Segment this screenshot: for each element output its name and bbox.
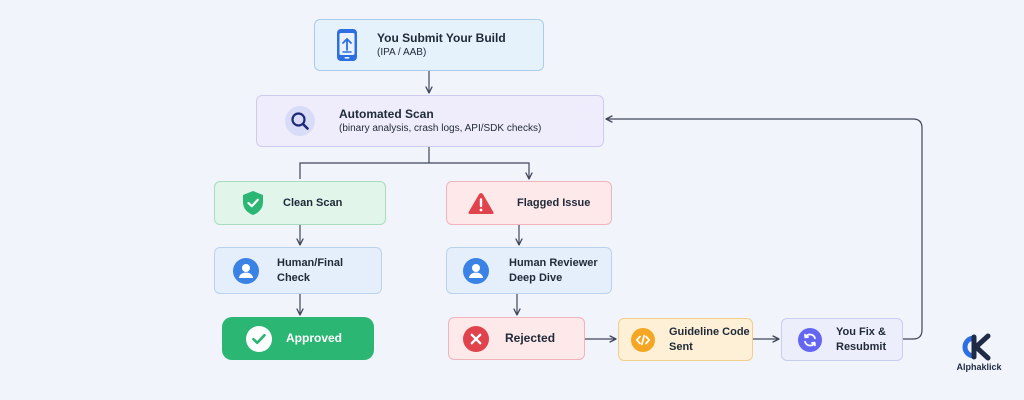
- node-submit-subtitle: (IPA / AAB): [377, 47, 427, 59]
- node-guideline-line1: Guideline Code: [669, 325, 750, 338]
- arrow-fix-loop-to-scan: [605, 115, 923, 340]
- node-submit-title: You Submit Your Build: [377, 31, 506, 46]
- node-rejected-title: Rejected: [505, 331, 556, 346]
- node-scan-title: Automated Scan: [339, 107, 434, 122]
- node-human-deep-line2: Deep Dive: [509, 271, 563, 284]
- node-rejected: Rejected: [448, 317, 585, 360]
- node-automated-scan: Automated Scan (binary analysis, crash l…: [256, 95, 604, 147]
- search-icon: [285, 106, 315, 136]
- user-icon: [463, 257, 489, 284]
- node-clean-scan: Clean Scan: [214, 181, 386, 225]
- node-fix-line2: Resubmit: [836, 340, 887, 353]
- node-approved-title: Approved: [286, 331, 343, 346]
- arrow-scan-split: [299, 147, 529, 179]
- node-human-final-check: Human/Final Check: [214, 247, 382, 294]
- node-approved: Approved: [222, 317, 374, 360]
- node-clean-title: Clean Scan: [283, 196, 343, 209]
- node-human-deep-line1: Human Reviewer: [509, 256, 598, 269]
- brand-name: Alphaklick: [956, 362, 1002, 372]
- node-human-reviewer-deep-dive: Human Reviewer Deep Dive: [446, 247, 612, 294]
- x-circle-icon: [463, 325, 489, 352]
- node-human-final-line1: Human/Final: [277, 256, 344, 269]
- brand-logo: Alphaklick: [950, 333, 1008, 372]
- node-guideline-line2: Sent: [669, 340, 693, 353]
- node-flagged-title: Flagged Issue: [517, 196, 591, 209]
- node-flagged-issue: Flagged Issue: [446, 181, 612, 225]
- phone-upload-icon: [333, 28, 361, 62]
- shield-check-icon: [241, 190, 265, 216]
- code-icon: [631, 327, 655, 352]
- node-fix-resubmit: You Fix & Resubmit: [781, 318, 903, 361]
- node-human-final-line2: Check: [277, 271, 311, 284]
- node-fix-line1: You Fix &: [836, 325, 886, 338]
- check-circle-icon: [246, 325, 272, 352]
- node-scan-subtitle: (binary analysis, crash logs, API/SDK ch…: [339, 123, 542, 135]
- refresh-icon: [798, 327, 822, 352]
- node-submit-build: You Submit Your Build (IPA / AAB): [314, 19, 544, 71]
- node-guideline-code-sent: Guideline Code Sent: [618, 318, 753, 361]
- alphaklick-logo-icon: [962, 333, 991, 361]
- user-icon: [233, 257, 259, 284]
- warning-icon: [467, 191, 495, 216]
